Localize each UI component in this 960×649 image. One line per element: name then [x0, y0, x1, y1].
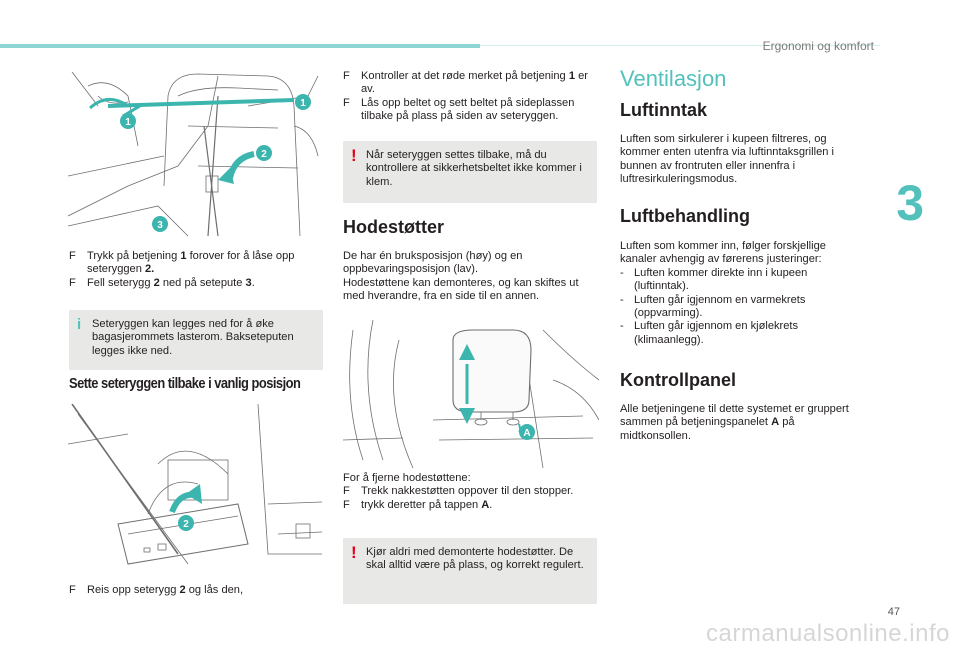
seat-ref: 2 — [153, 276, 160, 289]
info-note-text: Seteryggen kan legges ned for å øke baga… — [92, 318, 294, 357]
list-item: F Trykk på betjening 1 forover for å lås… — [69, 250, 321, 277]
list-item: F Lås opp beltet og sett beltet på sidep… — [343, 97, 597, 124]
remove-instructions: For å fjerne hodestøttene: F Trekk nakke… — [343, 472, 599, 512]
info-icon: i — [77, 316, 82, 333]
list-item: F Kontroller at det røde merket på betje… — [343, 70, 597, 97]
warning-icon: ! — [351, 146, 357, 165]
watermark: carmanualsonline.info — [706, 620, 950, 647]
air-intake-heading: Luftinntak — [620, 100, 707, 120]
page-number: 47 — [887, 606, 900, 618]
seat-raise-illustration: 2 — [67, 403, 323, 568]
headrest-illustration: A — [342, 319, 600, 469]
callout-a: A — [523, 428, 530, 439]
bullet-marker: F — [343, 485, 350, 498]
fold-steps: F Trykk på betjening 1 forover for å lås… — [69, 250, 321, 290]
callout-2: 2 — [183, 519, 189, 530]
step-text: Lås opp beltet og sett beltet på sidepla… — [361, 96, 575, 123]
step-text: . — [489, 498, 493, 511]
air-intake-text: Luften som sirkulerer i kupeen filtreres… — [620, 133, 834, 186]
warning-note-headrest: ! Kjør aldri med demonterte hodestøtter.… — [343, 538, 597, 604]
tab-ref: A — [481, 498, 490, 511]
air-treatment-intro: Luften som kommer inn, følger forskjelli… — [620, 240, 826, 266]
dash-marker: - — [620, 320, 624, 333]
header-divider — [480, 45, 880, 46]
item-text: Luften går igjennom en varmekrets (oppva… — [634, 293, 806, 320]
section-title: Ergonomi og komfort — [762, 39, 874, 53]
list-item: F Reis opp seterygg 2 og lås den, — [69, 584, 321, 597]
bullet-marker: F — [69, 250, 76, 262]
step-text: og lås den, — [185, 584, 244, 596]
chapter-number: 3 — [896, 175, 924, 231]
warning-note-text: Når seteryggen settes tilbake, må du kon… — [366, 149, 582, 188]
restore-heading: Sette seteryggen tilbake i vanlig posisj… — [69, 375, 301, 392]
body-text: Alle betjeningene til dette systemet er … — [620, 403, 849, 429]
air-treatment-heading: Luftbehandling — [620, 206, 750, 226]
control-ref: 1 — [180, 250, 187, 262]
step-text: ned på setepute — [159, 276, 246, 289]
step-text: Reis opp seterygg — [87, 584, 180, 596]
seat-ref: 2. — [144, 263, 155, 276]
dash-marker: - — [620, 293, 624, 306]
control-panel-heading: Kontrollpanel — [620, 370, 736, 390]
headrests-heading: Hodestøtter — [343, 217, 445, 237]
ventilation-title: Ventilasjon — [620, 66, 727, 91]
bullet-marker: F — [69, 584, 76, 596]
bullet-marker: F — [343, 96, 350, 109]
step-text: er av. — [361, 70, 588, 96]
bullet-marker: F — [343, 498, 350, 511]
air-treatment-text: Luften som kommer inn, følger forskjelli… — [620, 240, 860, 347]
step-text: . — [251, 276, 255, 289]
body-text: på midtkonsollen. — [620, 416, 795, 442]
info-note: i Seteryggen kan legges ned for å øke ba… — [69, 310, 323, 370]
headrests-intro: De har én bruksposisjon (høy) og en oppb… — [343, 250, 579, 303]
warning-icon: ! — [351, 543, 357, 562]
control-ref: 1 — [568, 70, 575, 82]
step-text: Trykk på betjening — [87, 250, 181, 262]
list-item: F Fell seterygg 2 ned på setepute 3. — [69, 277, 321, 290]
callout-3: 3 — [157, 220, 163, 231]
warning-note-belt: ! Når seteryggen settes tilbake, må du k… — [343, 141, 597, 203]
list-item: F Trekk nakkestøtten oppover til den sto… — [343, 485, 599, 498]
warning-note-text: Kjør aldri med demonterte hodestøtter. D… — [366, 546, 584, 572]
control-panel-text: Alle betjeningene til dette systemet er … — [620, 403, 860, 443]
list-item: F trykk deretter på tappen A. — [343, 499, 599, 512]
raise-step: F Reis opp seterygg 2 og lås den, — [69, 584, 321, 597]
item-text: Luften kommer direkte inn i kupeen (luft… — [634, 266, 808, 293]
seat-ref: 3 — [245, 276, 252, 289]
step-text: Kontroller at det røde merket på betjeni… — [361, 70, 569, 82]
list-item: -Luften går igjennom en varmekrets (oppv… — [620, 294, 860, 321]
dash-marker: - — [620, 266, 624, 279]
callout-1-right: 1 — [300, 98, 306, 109]
step-text: forover for å låse opp seteryggen — [87, 250, 295, 276]
remove-title: For å fjerne hodestøttene: — [343, 472, 471, 484]
item-text: Luften går igjennom en kjølekrets (klima… — [634, 320, 799, 346]
restore-steps: F Kontroller at det røde merket på betje… — [343, 70, 597, 124]
list-item: -Luften går igjennom en kjølekrets (klim… — [620, 320, 860, 347]
callout-2: 2 — [261, 149, 267, 160]
panel-ref: A — [771, 416, 780, 429]
callout-1-left: 1 — [125, 117, 131, 128]
header-accent-bar — [0, 44, 480, 48]
seat-ref: 2 — [179, 584, 186, 596]
step-text: Trekk nakkestøtten oppover til den stopp… — [361, 485, 574, 498]
step-text: trykk deretter på tappen — [361, 498, 482, 511]
step-text: Fell seterygg — [87, 276, 154, 289]
seat-fold-illustration: 1 1 2 3 — [67, 66, 322, 242]
bullet-marker: F — [343, 70, 350, 82]
bullet-marker: F — [69, 276, 76, 289]
list-item: -Luften kommer direkte inn i kupeen (luf… — [620, 267, 860, 294]
